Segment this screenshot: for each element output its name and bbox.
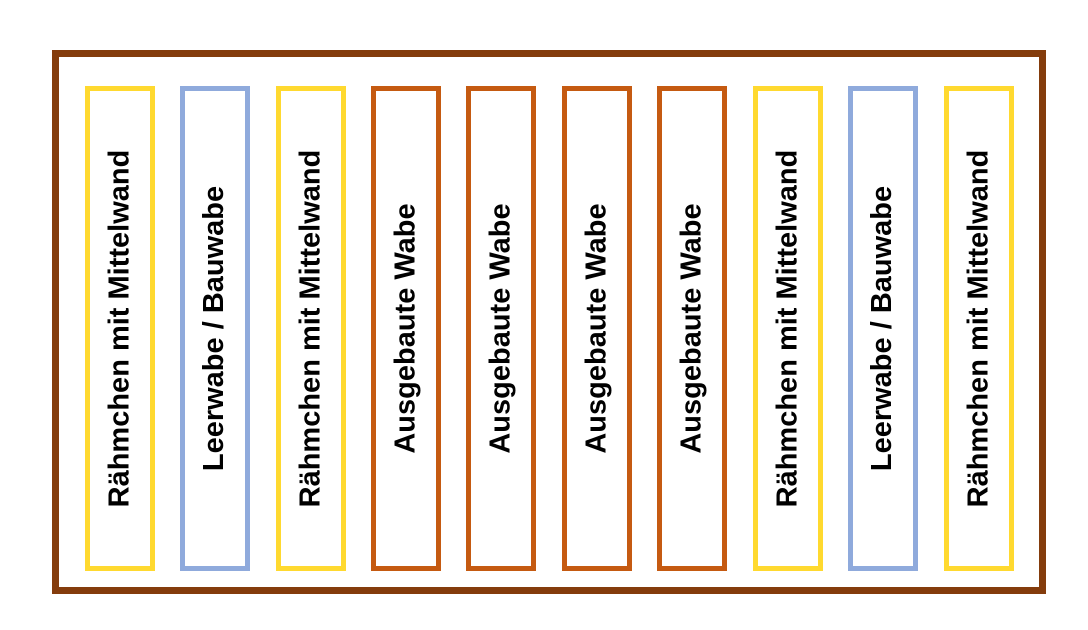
frame-5: Ausgebaute Wabe: [466, 86, 536, 571]
frame-7: Ausgebaute Wabe: [657, 86, 727, 571]
frame-8: Rähmchen mit Mittelwand: [753, 86, 823, 571]
frame-label: Rähmchen mit Mittelwand: [771, 149, 804, 508]
frame-1: Rähmchen mit Mittelwand: [85, 86, 155, 571]
frame-label: Ausgebaute Wabe: [675, 203, 708, 454]
frame-label: Ausgebaute Wabe: [484, 203, 517, 454]
frame-2: Leerwabe / Bauwabe: [180, 86, 250, 571]
frame-label: Leerwabe / Bauwabe: [198, 185, 231, 472]
frame-6: Ausgebaute Wabe: [562, 86, 632, 571]
frame-label: Rähmchen mit Mittelwand: [294, 149, 327, 508]
frame-label: Rähmchen mit Mittelwand: [962, 149, 995, 508]
frame-label: Ausgebaute Wabe: [389, 203, 422, 454]
frame-10: Rähmchen mit Mittelwand: [944, 86, 1014, 571]
frame-3: Rähmchen mit Mittelwand: [276, 86, 346, 571]
frame-4: Ausgebaute Wabe: [371, 86, 441, 571]
frame-9: Leerwabe / Bauwabe: [848, 86, 918, 571]
frame-label: Rähmchen mit Mittelwand: [103, 149, 136, 508]
frame-label: Ausgebaute Wabe: [580, 203, 613, 454]
frame-label: Leerwabe / Bauwabe: [866, 185, 899, 472]
